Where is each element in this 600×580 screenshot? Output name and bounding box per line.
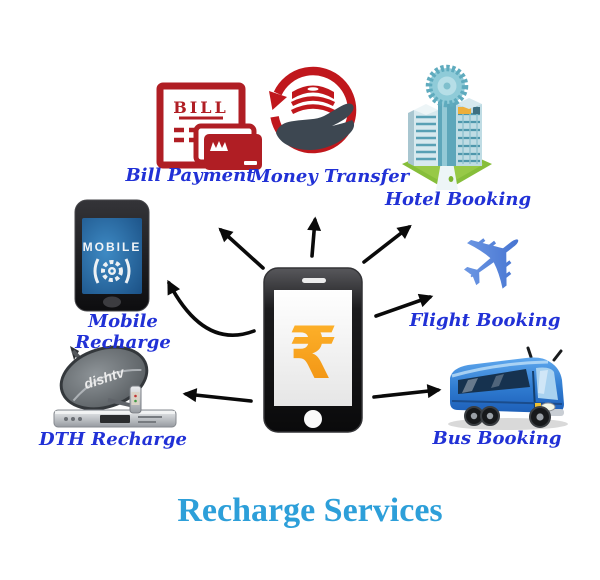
mobile-recharge-label: Mobile Recharge bbox=[75, 311, 171, 353]
money-transfer-label: Money Transfer bbox=[250, 166, 410, 187]
hand-money-cycle-icon bbox=[269, 66, 357, 154]
satellite-dish-icon: dishtv bbox=[53, 345, 177, 428]
airplane-icon: ✈ bbox=[440, 210, 550, 302]
home-button bbox=[103, 296, 121, 308]
bill-document-card-icon: BILL bbox=[156, 82, 262, 170]
speaker-slot bbox=[302, 278, 326, 283]
hand-shape bbox=[276, 103, 355, 150]
arrow-to-dth-recharge bbox=[182, 388, 253, 403]
cycle-arrowhead bbox=[269, 91, 287, 110]
smartphone-with-rupee: ₹ bbox=[263, 267, 363, 433]
mobile-screen-text: MOBILE bbox=[83, 240, 142, 254]
hotel-building-icon bbox=[402, 64, 492, 190]
bill-payment-label: Bill Payment bbox=[125, 165, 255, 186]
arrow-to-bus-booking bbox=[372, 384, 442, 399]
bill-text: BILL bbox=[173, 98, 229, 117]
flight-booking-label: Flight Booking bbox=[409, 310, 561, 331]
card-emblem bbox=[210, 141, 228, 151]
bus-booking-label: Bus Booking bbox=[432, 428, 562, 449]
mobile-phone-gear-icon: MOBILE bbox=[74, 199, 150, 312]
bus-icon bbox=[448, 346, 568, 430]
airplane-glyph: ✈ bbox=[440, 210, 550, 302]
arrow-to-hotel-booking bbox=[362, 224, 412, 264]
home-button bbox=[304, 410, 322, 428]
gear-icon bbox=[101, 260, 123, 282]
dth-recharge-label: DTH Recharge bbox=[39, 429, 187, 450]
hotel-booking-label: Hotel Booking bbox=[384, 189, 532, 210]
rupee-symbol: ₹ bbox=[288, 311, 338, 395]
page-title: Recharge Services bbox=[177, 492, 443, 529]
arrow-to-bill-payment bbox=[218, 227, 265, 270]
arrow-to-money-transfer bbox=[307, 216, 322, 258]
